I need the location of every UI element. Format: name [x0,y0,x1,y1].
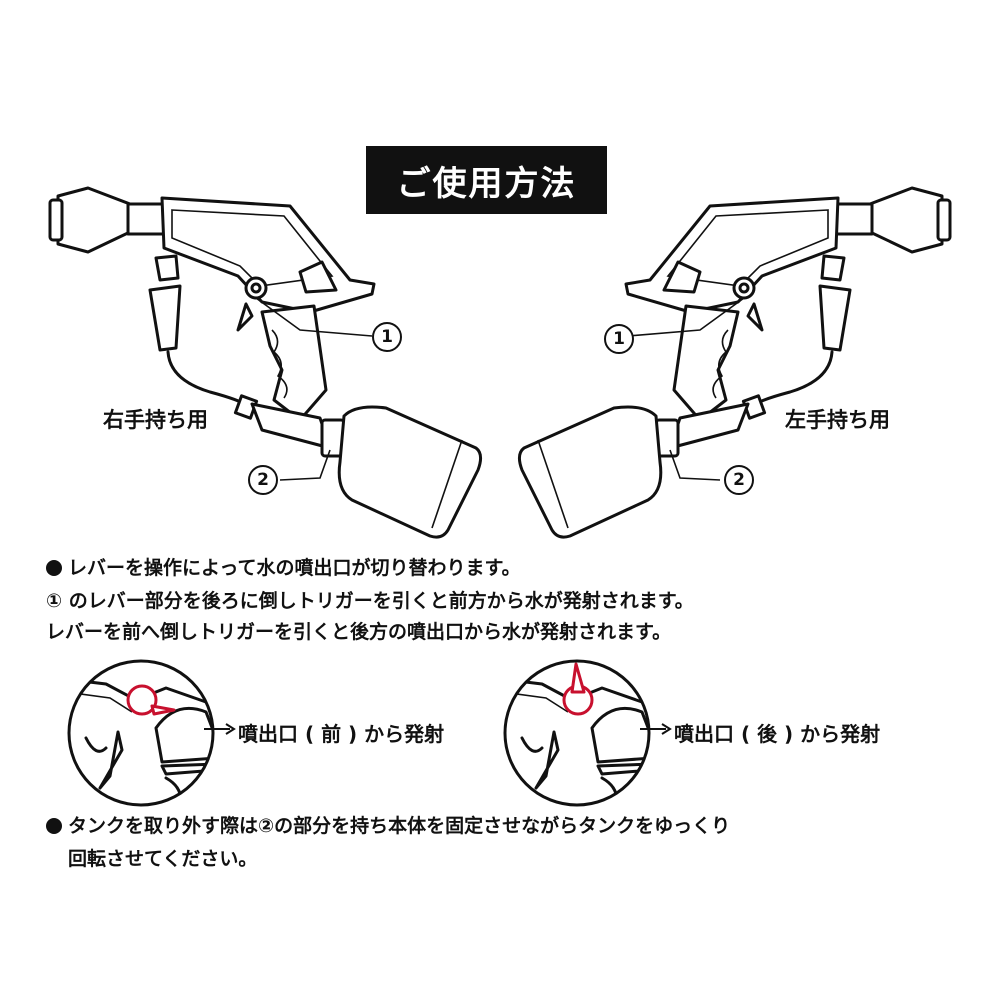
lever-front-detail [67,659,215,807]
bullet-icon [46,818,62,834]
callout-2-right: 2 [248,465,278,495]
instruction-line-3: レバーを前へ倒しトリガーを引くと後方の噴出口から水が発射されます。 [46,621,672,643]
page-title: ご使用方法 [366,146,607,214]
note-line-1: タンクを取り外す際は②の部分を持ち本体を固定させながらタンクをゆっくり [46,812,730,840]
callout-2-left: 2 [724,465,754,495]
callout-1-right: 1 [372,322,402,352]
water-gun-left-illustration [517,186,952,539]
label-left-hand: 左手持ち用 [785,408,890,432]
instruction-text-1: レバーを操作によって水の噴出口が切り替わります。 [68,557,521,579]
note-text-1: タンクを取り外す際は②の部分を持ち本体を固定させながらタンクをゆっくり [68,815,731,837]
caption-rear: 噴出口 ( 後 ) から発射 [674,722,881,746]
arrow-right-icon [640,723,672,735]
water-gun-right-illustration [48,186,483,539]
instruction-line-1: レバーを操作によって水の噴出口が切り替わります。 [46,554,521,582]
bullet-icon [46,560,62,576]
caption-front: 噴出口 ( 前 ) から発射 [238,722,445,746]
note-line-2: 回転させてください。 [68,848,258,870]
instruction-line-2: ① のレバー部分を後ろに倒しトリガーを引くと前方から水が発射されます。 [46,590,694,612]
callout-1-left: 1 [604,324,634,354]
arrow-right-icon [204,723,236,735]
label-right-hand: 右手持ち用 [103,408,208,432]
lever-rear-detail [503,659,651,807]
